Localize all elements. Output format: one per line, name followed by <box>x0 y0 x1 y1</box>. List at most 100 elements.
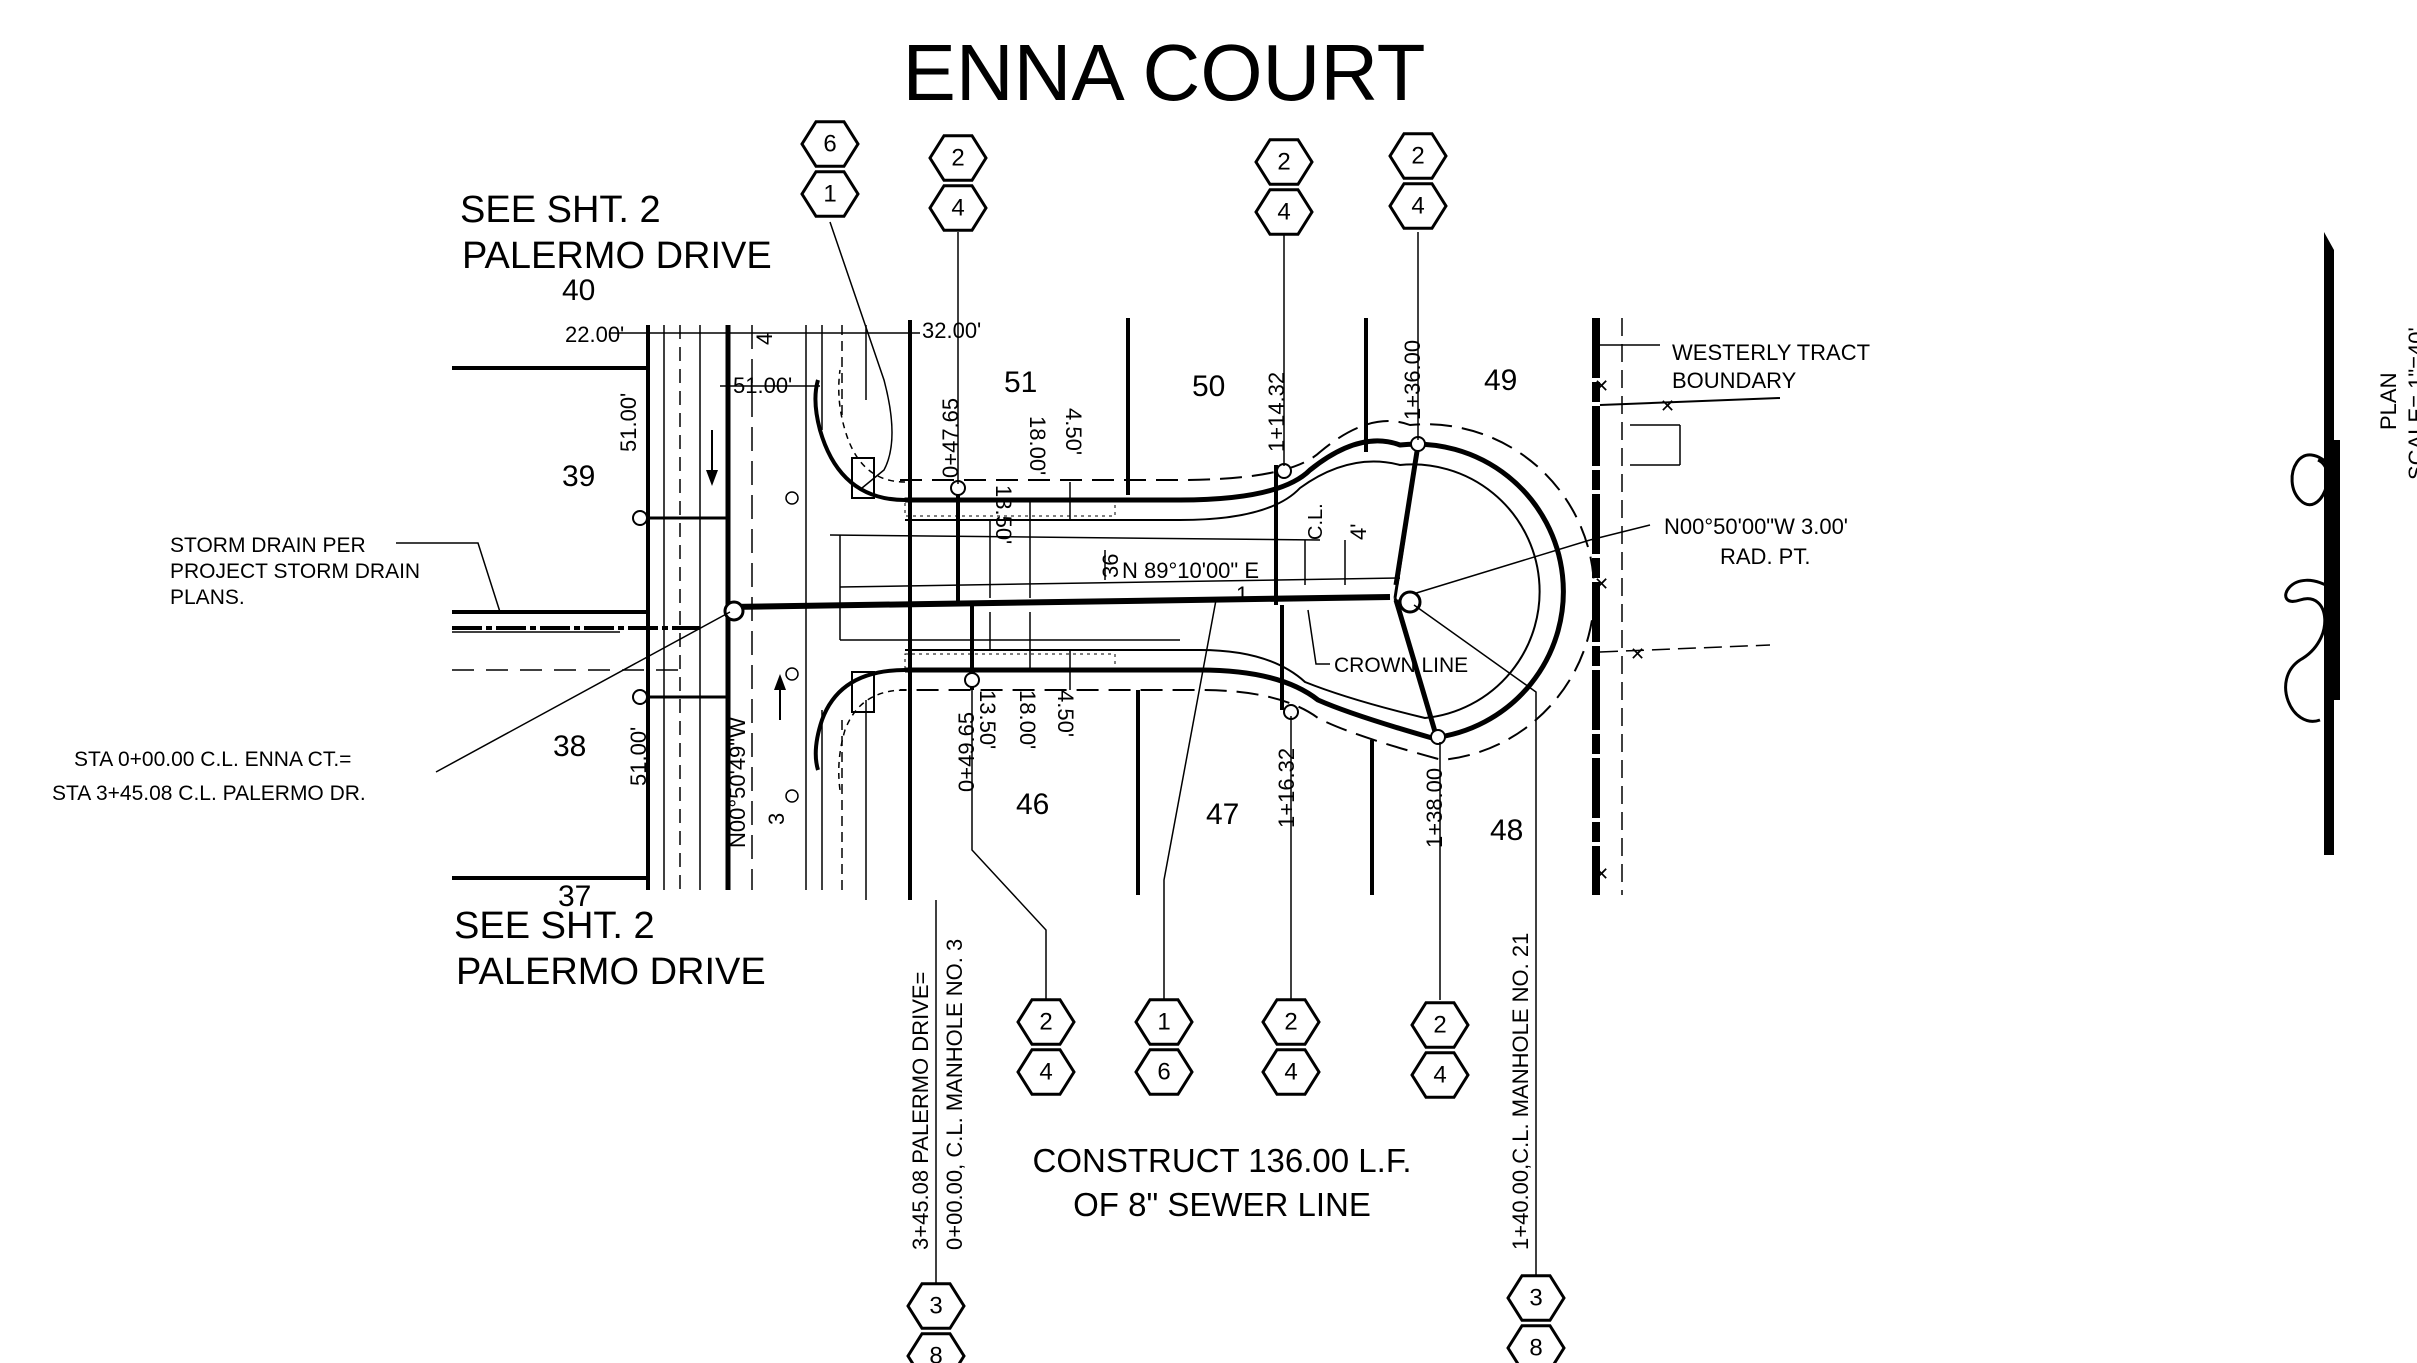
plan-label: PLAN <box>2376 373 2401 430</box>
tract-boundary-label: WESTERLY TRACT <box>1672 340 1870 365</box>
sewer-note: OF 8" SEWER LINE <box>1073 1186 1371 1223</box>
svg-text:✕: ✕ <box>1630 644 1645 664</box>
station-label: 1+16.32 <box>1274 748 1299 828</box>
crown-line-label: CROWN LINE <box>1334 654 1468 677</box>
sheet-ref-bottom-line2: PALERMO DRIVE <box>456 951 766 993</box>
dimension-label: 32.00' <box>922 318 981 343</box>
callout-number-top: 3 <box>1529 1285 1542 1312</box>
lot-number: 49 <box>1484 364 1517 397</box>
dimension-label: 13.50' <box>991 485 1016 544</box>
hexagon-shape <box>1410 1051 1470 1099</box>
dimension-label: 18.00' <box>1025 416 1050 475</box>
storm-drain-note: PROJECT STORM DRAIN <box>170 560 420 583</box>
callout-number-bottom: 4 <box>1284 1059 1297 1086</box>
sheet-ref-top-line2: PALERMO DRIVE <box>462 235 772 277</box>
lot-number: 38 <box>553 730 586 763</box>
sheet-ref-bottom-line1: SEE SHT. 2 <box>454 905 655 947</box>
manhole-21-note: 1+40.00,C.L. MANHOLE NO. 21 <box>1508 933 1533 1250</box>
callout-number-top: 2 <box>1284 1009 1297 1036</box>
radius-point-label: RAD. PT. <box>1720 544 1810 569</box>
dimension-label: 18.00' <box>1015 690 1040 749</box>
dimension-label: 4 <box>752 333 777 345</box>
hexagon-shape <box>1016 1048 1076 1096</box>
hexagon-shape <box>1016 998 1076 1046</box>
svg-text:✕: ✕ <box>1594 574 1609 594</box>
dimension-label: 4.50' <box>1061 408 1086 455</box>
callout-number-top: 2 <box>1277 149 1290 176</box>
dimension-label: 1 <box>1236 582 1248 607</box>
sewer-note: CONSTRUCT 136.00 L.F. <box>1032 1142 1411 1179</box>
callout-hexagon-pair: 24 <box>1261 998 1321 1096</box>
hexagon-shape <box>906 1332 966 1363</box>
dimension-label: 4.50' <box>1053 690 1078 737</box>
callout-hexagon-pair: 24 <box>928 134 988 232</box>
station-label: 0+47.65 <box>938 398 963 478</box>
tract-boundary-label: BOUNDARY <box>1672 368 1797 393</box>
svg-text:✕: ✕ <box>1594 864 1609 884</box>
dimension-label: 22.00' <box>565 322 624 347</box>
svg-text:✕: ✕ <box>1594 376 1609 396</box>
callout-number-top: 2 <box>951 145 964 172</box>
hexagon-shape <box>1261 1048 1321 1096</box>
callout-number-bottom: 4 <box>1039 1059 1052 1086</box>
station-label: 1+14.32 <box>1264 372 1289 452</box>
callout-number-top: 2 <box>1433 1012 1446 1039</box>
dimension-label: 3 <box>764 813 789 825</box>
callout-hexagon-pair: 24 <box>1016 998 1076 1096</box>
hexagon-shape <box>1388 182 1448 230</box>
hexagon-shape <box>800 170 860 218</box>
callout-number-bottom: 4 <box>1277 199 1290 226</box>
callout-hexagon-pair: 24 <box>1388 132 1448 230</box>
callout-leaders <box>829 221 1537 1300</box>
callout-number-top: 2 <box>1039 1009 1052 1036</box>
hexagon-shape <box>1388 132 1448 180</box>
hexagon-shape <box>928 134 988 182</box>
manhole-3-note: 3+45.08 PALERMO DRIVE= <box>908 972 933 1250</box>
lot-number: 37 <box>558 880 591 913</box>
callout-number-top: 3 <box>929 1293 942 1320</box>
scale-label: SCALE= 1"=40' <box>2404 327 2417 480</box>
svg-text:✕: ✕ <box>1660 396 1675 416</box>
tract-boundary: ✕ ✕ ✕ ✕ ✕ <box>1592 318 1781 895</box>
lot-number: 51 <box>1004 366 1037 399</box>
callout-hexagon-pair: 24 <box>1410 1001 1470 1099</box>
callout-number-bottom: 4 <box>1411 193 1424 220</box>
hexagon-shape <box>906 1282 966 1330</box>
callout-hexagon-pair: 61 <box>800 120 860 218</box>
centerline-offset: 4' <box>1346 524 1371 540</box>
callout-number-bottom: 4 <box>951 195 964 222</box>
dimension-label: 36 <box>1098 554 1123 578</box>
callout-number-bottom: 8 <box>929 1343 942 1363</box>
storm-drain-note: PLANS. <box>170 586 245 609</box>
storm-drain-note: STORM DRAIN PER <box>170 534 366 557</box>
station-note: STA 3+45.08 C.L. PALERMO DR. <box>52 782 366 805</box>
callout-hexagon-pair: 38 <box>906 1282 966 1363</box>
station-label: 0+49.65 <box>954 712 979 792</box>
bearing-enna-court: N 89°10'00" E <box>1122 558 1259 583</box>
lot-number: 39 <box>562 460 595 493</box>
hexagon-shape <box>1506 1274 1566 1322</box>
hexagon-shape <box>800 120 860 168</box>
lot-number: 48 <box>1490 814 1523 847</box>
hexagon-shape <box>1134 1048 1194 1096</box>
hexagon-shape <box>1261 998 1321 1046</box>
hexagon-shape <box>1134 998 1194 1046</box>
dimension-label: 13.50' <box>975 690 1000 749</box>
callout-hexagon-pair: 24 <box>1254 138 1314 236</box>
callout-hexagon-pair: 38 <box>1506 1274 1566 1363</box>
hexagon-shape <box>1410 1001 1470 1049</box>
callout-number-top: 1 <box>1157 1009 1170 1036</box>
manhole-3-note: 0+00.00, C.L. MANHOLE NO. 3 <box>942 939 967 1250</box>
lot-number: 50 <box>1192 370 1225 403</box>
callout-number-bottom: 6 <box>1157 1059 1170 1086</box>
lot-number: 40 <box>562 274 595 307</box>
callout-hexagon-pair: 16 <box>1134 998 1194 1096</box>
lot-number: 47 <box>1206 798 1239 831</box>
callout-number-bottom: 1 <box>823 181 836 208</box>
callout-number-bottom: 8 <box>1529 1335 1542 1362</box>
dimension-label: 51.00' <box>626 727 651 786</box>
hexagon-shape <box>1506 1324 1566 1363</box>
plan-title: ENNA COURT <box>902 28 1425 117</box>
